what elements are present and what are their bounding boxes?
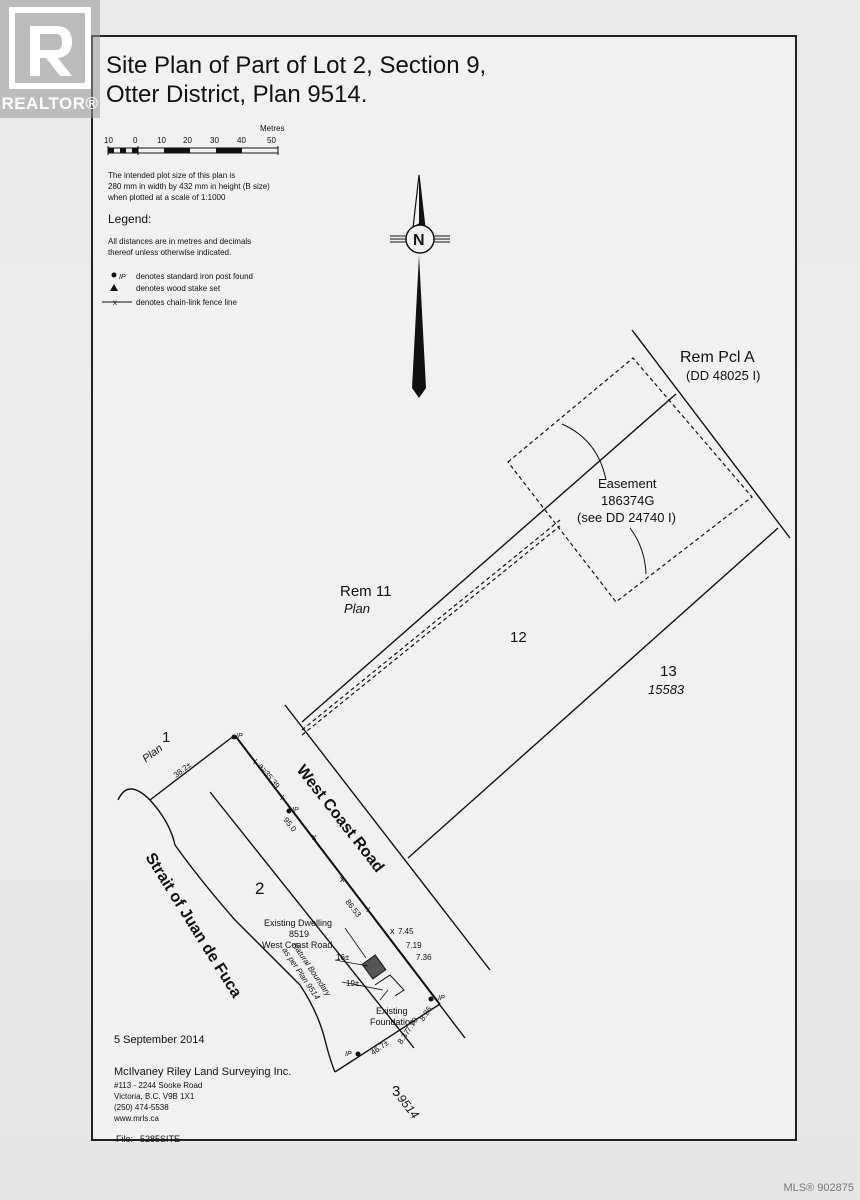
iron-post-label: IP (345, 1051, 352, 1058)
rem-pcl-a-label: Rem Pcl A (680, 349, 755, 366)
easement-label: Easement (598, 476, 657, 491)
svg-text:x: x (280, 792, 285, 802)
natural-boundary (117, 788, 336, 1073)
plan-title-line2: Otter District, Plan 9514. (106, 81, 367, 108)
file-value: 5285SITE (140, 1134, 180, 1144)
legend-item-label: denotes chain-link fence line (136, 298, 238, 307)
iron-post-marker (286, 808, 292, 814)
iron-post-marker (231, 734, 237, 740)
surveyor-company: McIlvaney Riley Land Surveying Inc. (114, 1066, 291, 1078)
iron-post-symbol-label: IP (119, 274, 126, 281)
iron-post-label: IP (236, 733, 243, 740)
scale-tick-label: 30 (210, 136, 219, 145)
legend-item-label: denotes standard iron post found (136, 272, 253, 281)
file-label: File: (116, 1134, 133, 1144)
rem-11-label: Rem 11 (340, 583, 391, 600)
scale-tick-label: 50 (267, 136, 276, 145)
realtor-logo: REALTOR® (0, 0, 100, 118)
realtor-r-icon (9, 7, 91, 89)
lot-1-label: 1 (162, 729, 170, 746)
west-coast-road-south-edge (284, 704, 491, 971)
dwelling-label-line: West Coast Road (262, 940, 332, 950)
plot-note-line: 280 mm in width by 432 mm in height (B s… (108, 182, 270, 191)
svg-text:x: x (390, 926, 395, 936)
legend-note-line: thereof unless otherwise indicated. (108, 248, 231, 257)
legend-item-label: denotes wood stake set (136, 284, 221, 293)
dimension-label: 19± (346, 979, 360, 988)
realtor-brand: REALTOR® (1, 94, 99, 113)
lot-13-label: 13 (660, 663, 677, 680)
dimension-label: 7.19 (406, 941, 422, 950)
drawing-border (91, 35, 797, 1141)
plot-note-line: The intended plot size of this plan is (108, 171, 235, 180)
foundation-label-line: Existing (376, 1006, 408, 1016)
dimension-label: 7.36 (416, 953, 432, 962)
legend: Legend: All distances are in metres and … (102, 212, 253, 307)
surveyor-phone: (250) 474-5538 (114, 1103, 169, 1112)
easement-ref: (see DD 24740 I) (577, 510, 676, 525)
lot-12-north-boundary (301, 393, 677, 723)
mls-number: MLS® 902875 (783, 1182, 855, 1194)
north-arrow-label: N (413, 232, 425, 249)
iron-post-label: IP (438, 995, 445, 1002)
surveyor-address: #113 - 2244 Sooke Road (114, 1081, 202, 1090)
svg-text:x: x (253, 756, 258, 766)
existing-structures (334, 927, 405, 1001)
existing-foundation (374, 974, 405, 997)
lot-12-label: 12 (510, 629, 527, 646)
svg-text:x: x (340, 874, 345, 884)
lot-3-label: 3 (392, 1083, 400, 1100)
plan-title-line1: Site Plan of Part of Lot 2, Section 9, (106, 52, 486, 79)
fence-line: x x x x x x (253, 756, 395, 936)
easement-area (301, 357, 753, 736)
rem-11-plan-label: Plan (344, 601, 370, 616)
plan-15583-label: 15583 (648, 682, 685, 697)
dwelling-label-line: Existing Dwelling (264, 918, 332, 928)
rem-pcl-a-boundary (631, 329, 791, 539)
svg-text:x: x (312, 832, 317, 842)
lot-12-south-boundary (407, 527, 779, 859)
svg-text:x: x (113, 298, 117, 307)
lot-2 (117, 734, 441, 1073)
iron-post-marker (355, 1051, 361, 1057)
dimension-label: 16± (336, 953, 350, 962)
iron-post-marker (428, 996, 434, 1002)
foundation-label-line: Foundation (370, 1017, 415, 1027)
dimension-label: 7.45 (398, 927, 414, 936)
rem-pcl-a-ref: (DD 48025 I) (686, 368, 760, 383)
scale-tick-label: 10 (157, 136, 166, 145)
surveyor-address: Victoria, B.C. V9B 1X1 (114, 1092, 195, 1101)
svg-text:x: x (366, 904, 371, 914)
north-arrow: N (390, 174, 450, 398)
iron-post-label: IP (292, 807, 299, 814)
legend-note-line: All distances are in metres and decimals (108, 237, 251, 246)
scale-bar: Metres 10 0 10 20 30 40 50 (104, 124, 284, 155)
scale-tick-label: 20 (183, 136, 192, 145)
iron-posts: IP IP IP IP (231, 733, 445, 1058)
wood-stake-symbol (110, 284, 118, 291)
lot-2-label: 2 (255, 879, 264, 898)
surveyor-web: www.mrls.ca (113, 1114, 159, 1123)
scale-tick-label: 40 (237, 136, 246, 145)
scale-tick-label: 10 (104, 136, 113, 145)
existing-dwelling (361, 954, 387, 980)
plan-date: 5 September 2014 (114, 1034, 205, 1046)
scale-tick-label: 0 (133, 136, 138, 145)
title-block: 5 September 2014 McIlvaney Riley Land Su… (113, 1034, 291, 1144)
iron-post-symbol (111, 272, 117, 278)
easement-number: 186374G (601, 493, 655, 508)
dwelling-label-line: 8519 (289, 929, 309, 939)
scale-bar-units: Metres (260, 124, 284, 133)
legend-heading: Legend: (108, 212, 151, 226)
plot-note-line: when plotted at a scale of 1:1000 (107, 193, 226, 202)
